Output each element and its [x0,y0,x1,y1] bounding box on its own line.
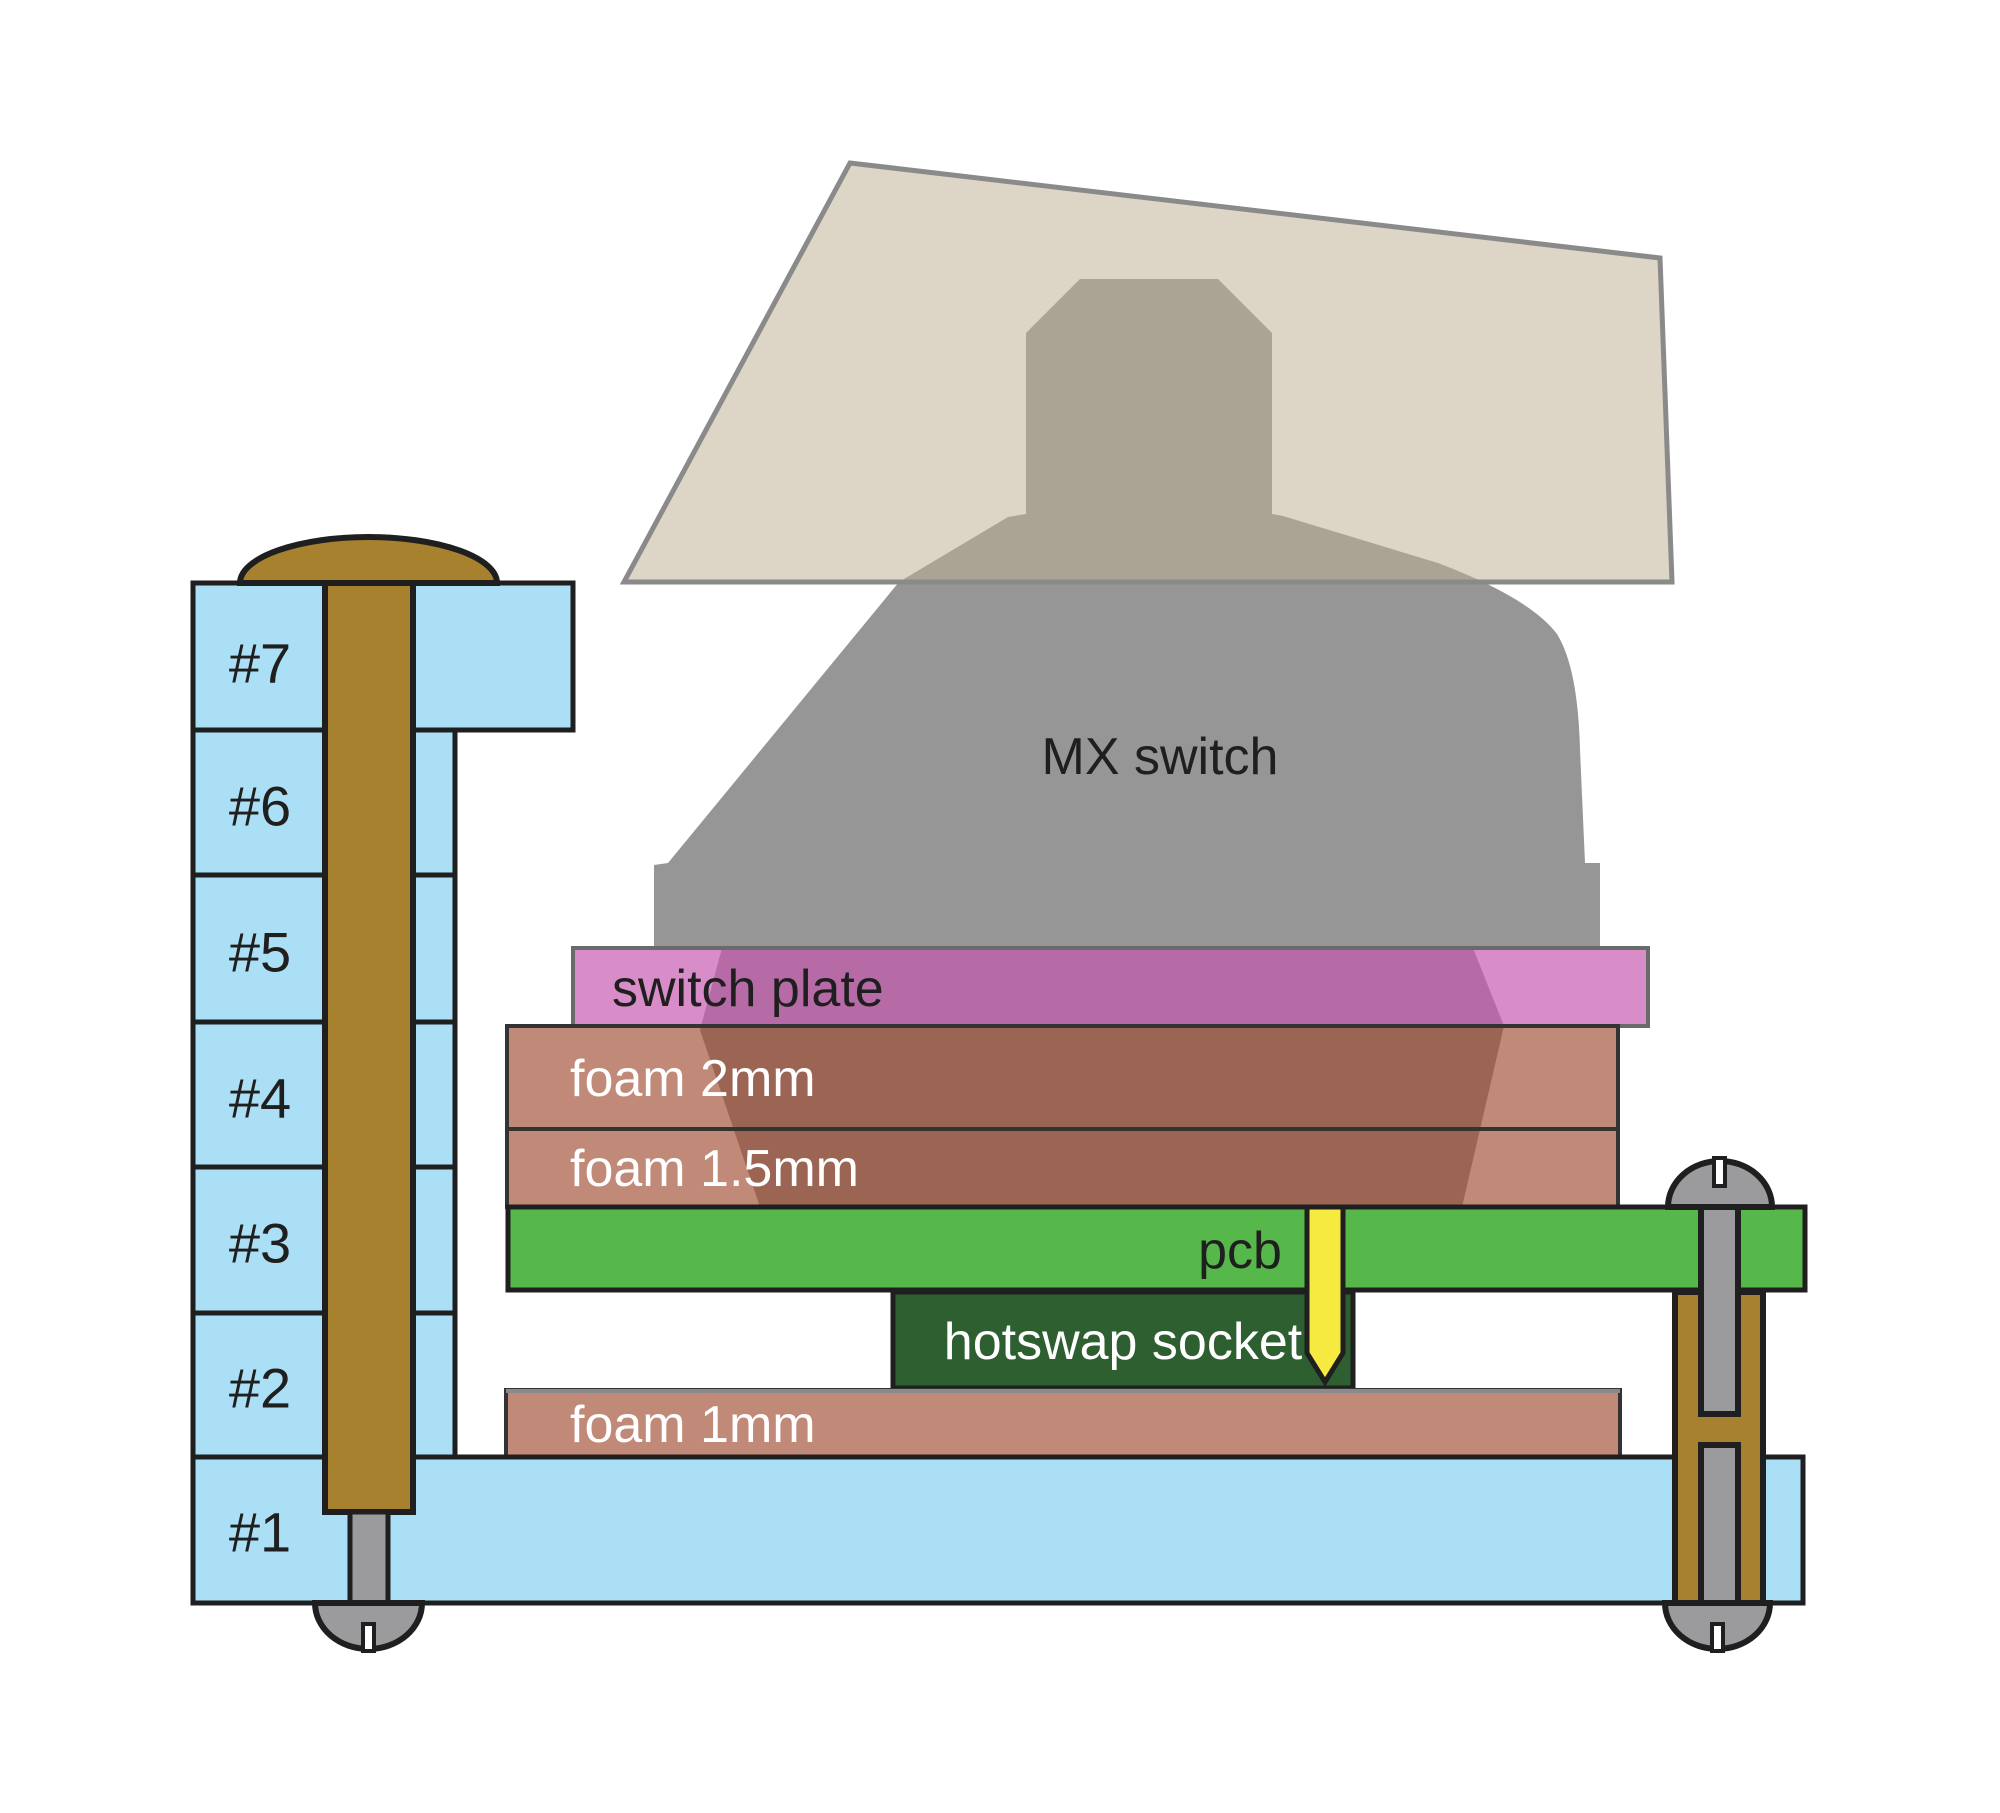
row-label-2: #2 [229,1357,291,1420]
case-bottom-plate [190,1454,1806,1606]
row-label-1: #1 [229,1501,291,1564]
pcb-layer [505,1204,1808,1293]
foam-2mm-layer [505,1024,1620,1131]
row-label-6: #6 [229,775,291,838]
switch-pin [1304,1204,1346,1387]
row-label-3: #3 [229,1212,291,1275]
row-label-5: #5 [229,921,291,984]
left-insert-rod [347,1509,391,1606]
right-top-screw-slot [1712,1156,1727,1188]
row-label-4: #4 [229,1067,291,1130]
label-foam-1-5mm: foam 1.5mm [570,1140,859,1198]
label-pcb: pcb [1198,1222,1282,1280]
right-bottom-screw-shaft [1698,1442,1741,1606]
row-label-7: #7 [229,632,291,695]
label-mx-switch: MX switch [1042,728,1279,786]
keycap [619,160,1675,585]
left-screw-head [236,534,501,586]
label-foam-2mm: foam 2mm [570,1050,816,1108]
right-bottom-screw-slot [1710,1622,1725,1653]
foam-1mm-layer [504,1388,1622,1459]
label-foam-1mm: foam 1mm [570,1396,816,1454]
label-hotswap-socket: hotswap socket [944,1313,1303,1371]
left-screw-shaft [322,580,416,1515]
left-bottom-screw-slot [361,1622,376,1653]
label-switch-plate: switch plate [612,960,884,1018]
right-top-screw-shaft [1698,1204,1741,1417]
